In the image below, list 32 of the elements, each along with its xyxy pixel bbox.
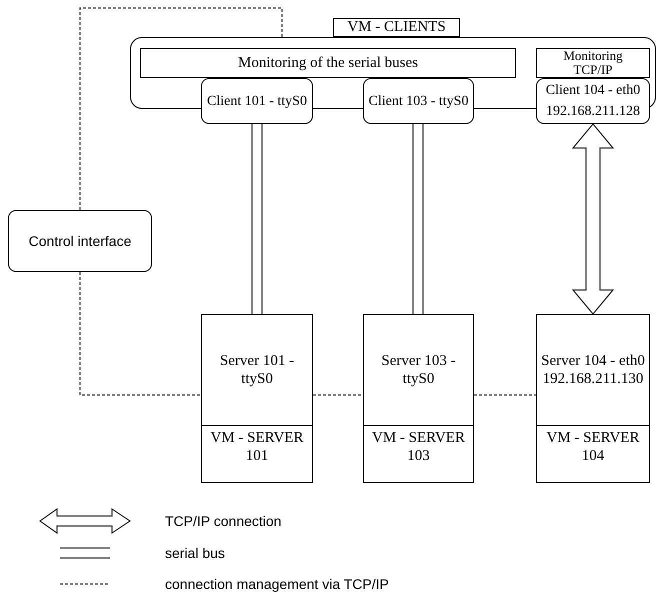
vm-label: VM - SERVER 101 [210, 429, 304, 465]
node-label: Control interface [28, 232, 132, 250]
client-box [201, 78, 313, 124]
double-line [412, 124, 424, 314]
server-label: Server 104 - eth0 192.168.211.130 [541, 352, 645, 388]
server-label: Server 103 - ttyS0 [380, 352, 457, 388]
node-label: Monitoring of the serial buses [238, 54, 418, 72]
legend-label: serial bus [165, 544, 225, 562]
double-line [252, 124, 262, 314]
monitoring-bar [140, 48, 516, 78]
vm-label: VM - SERVER 103 [371, 429, 466, 465]
legend-label: connection management via TCP/IP [165, 575, 389, 593]
client-box [536, 78, 650, 124]
node-label: Client 104 - eth0 192.168.211.128 [544, 82, 642, 121]
vm-label: VM - SERVER 104 [546, 429, 640, 465]
control-box [8, 210, 152, 272]
node-label: Client 103 - ttyS0 [368, 92, 468, 110]
monitoring-box [536, 48, 650, 78]
node-label: Client 101 - ttyS0 [207, 92, 307, 110]
dashed-line [312, 394, 364, 396]
dashed-line [80, 272, 202, 396]
node-label: Monitoring TCP/IP [562, 49, 624, 77]
block-arrow [572, 123, 614, 315]
dashed-line [80, 8, 282, 210]
server-box [363, 314, 474, 483]
dashed-line [474, 394, 536, 396]
server-label: Server 101 - ttyS0 [218, 352, 296, 388]
client-box [363, 78, 474, 124]
group-title: VM - CLIENTS [333, 18, 460, 37]
server-box [201, 314, 313, 483]
legend-label: TCP/IP connection [165, 512, 282, 530]
server-box [536, 314, 650, 483]
